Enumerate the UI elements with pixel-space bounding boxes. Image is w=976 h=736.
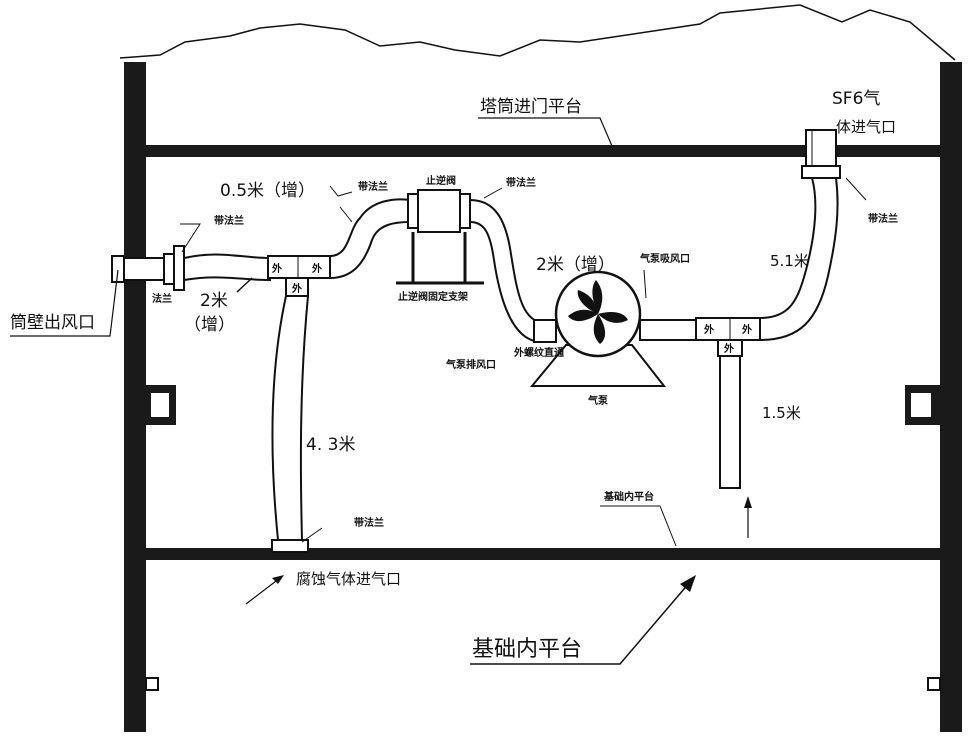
leader-wall-outlet [10,269,119,337]
label-sf6-line1: SF6气 [832,89,880,109]
foundation-arrow [470,575,696,665]
inlet-arrow [245,575,284,605]
label-pipe-5-1m: 5.1米 [770,252,809,270]
label-flange-with-1: 带法兰 [358,180,388,193]
corrosive-inlet-flange [271,539,309,553]
label-corrosive-gas-inlet: 腐蚀气体进气口 [296,570,401,588]
right-wall [940,62,962,732]
pump-intake-pipe [639,319,697,341]
label-tee-outer-5: 外 [741,323,752,336]
leader-door-platform [478,117,613,147]
left-small-lug [145,677,159,691]
updraft-arrow [744,496,752,538]
label-check-valve-bracket: 止逆阀固定支架 [398,290,468,303]
flange-left [163,253,175,285]
pipe-1-5m [719,355,741,489]
sf6-inlet-box [805,129,837,167]
label-outer-thread-straight: 外螺纹直通 [513,346,564,359]
label-pump-exhaust: 气泵排风口 [445,358,496,371]
check-valve-flange-left [407,193,419,229]
label-tower-door-platform: 塔筒进门平台 [480,97,582,117]
label-check-valve: 止逆阀 [426,174,456,187]
pipe-2m-left [183,253,271,282]
sf6-flange [801,165,841,179]
label-flange: 法兰 [152,292,172,305]
label-flange-with-4: 带法兰 [868,212,898,225]
label-wall-outlet: 筒壁出风口 [10,313,95,333]
check-valve-flange-right [459,193,471,229]
pipe-0-5m [329,198,411,280]
label-pipe-0-5m: 0.5米（增） [220,181,315,201]
label-sf6-line2: 体进气口 [836,118,896,136]
right-small-lug [927,677,941,691]
label-flange-with-3: 带法兰 [214,214,244,227]
label-pipe-1-5m: 1.5米 [762,404,801,422]
pump-exhaust-coupling [533,319,557,343]
pump-fan-icon [568,280,628,344]
label-flange-with-5: 带法兰 [354,516,384,529]
label-pipe-2m-right: 2米（增） [536,255,615,275]
break-line [119,4,956,61]
label-tee-outer-2: 外 [311,262,322,275]
label-tee-outer-6: 外 [723,342,734,355]
label-pipe-2m-left-2: （增） [184,315,235,335]
label-tee-outer-3: 外 [291,282,302,295]
left-wall [124,62,146,732]
label-pump: 气泵 [587,394,609,407]
label-pump-intake: 气泵吸风口 [639,252,690,265]
door-platform-beam [146,145,940,157]
wall-outlet-flange [111,255,125,283]
check-valve-body [417,189,461,233]
foundation-platform-beam [146,548,940,560]
pipe-4-3m [271,295,310,541]
label-pipe-2m-left-1: 2米 [200,291,228,311]
label-foundation-platform-big: 基础内平台 [472,637,582,662]
label-tee-outer-1: 外 [271,262,282,275]
pipe-2m-right [469,198,541,344]
label-tee-outer-4: 外 [703,323,714,336]
label-foundation-platform-small: 基础内平台 [603,490,654,503]
label-flange-with-2: 带法兰 [506,176,536,189]
label-pipe-4-3m: 4. 3米 [306,435,355,455]
